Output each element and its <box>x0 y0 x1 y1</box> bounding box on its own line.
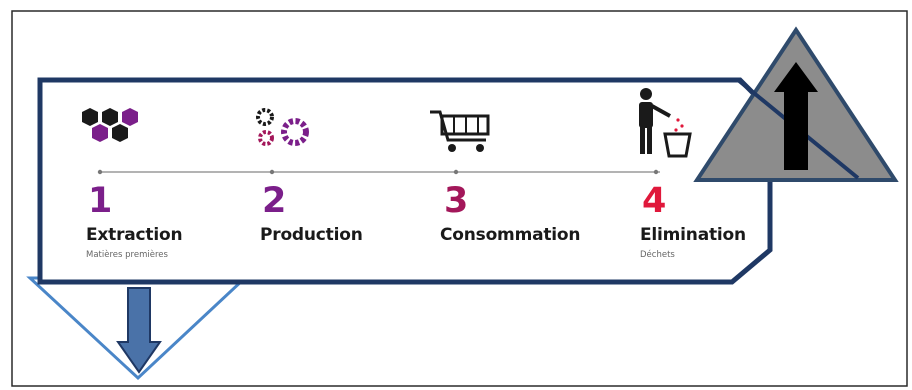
hexagons-icon <box>82 108 138 142</box>
step-number: 3 <box>444 181 469 221</box>
step-title: Consommation <box>440 225 581 245</box>
timeline-dot-1 <box>97 169 103 175</box>
shopping-cart-icon <box>430 110 490 152</box>
step-number: 2 <box>262 181 287 221</box>
up-arrow-icon <box>774 62 818 170</box>
step-number: 1 <box>88 181 113 221</box>
step-title: Elimination <box>640 225 746 245</box>
timeline-dot-2 <box>269 169 275 175</box>
step-subtitle: Matières premières <box>86 250 168 260</box>
down-arrow-icon <box>116 287 162 374</box>
gears-icon <box>256 108 309 146</box>
step-subtitle: Déchets <box>640 250 675 260</box>
timeline-dot-4 <box>653 169 659 175</box>
step-title: Extraction <box>86 225 183 245</box>
step-number: 4 <box>642 181 667 221</box>
timeline-dot-3 <box>453 169 459 175</box>
trash-person-icon <box>639 88 692 158</box>
step-title: Production <box>260 225 363 245</box>
